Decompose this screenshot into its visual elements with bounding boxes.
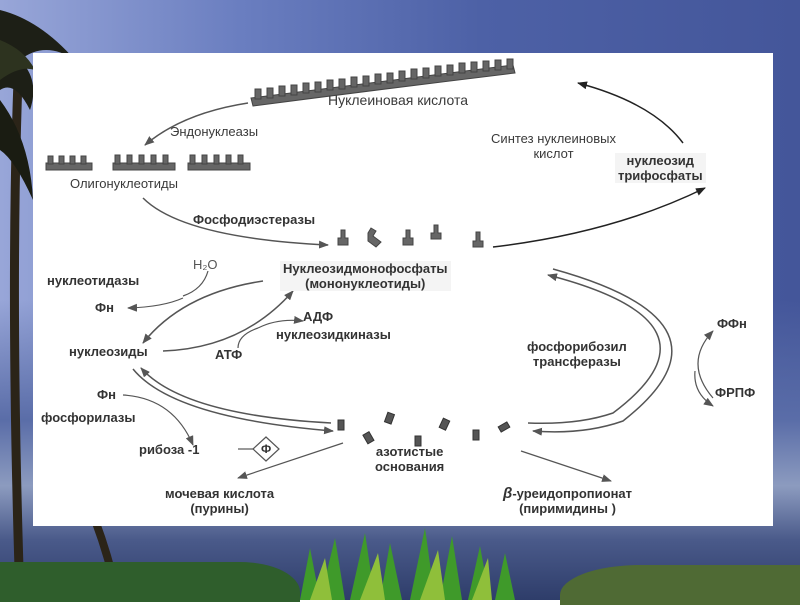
arrow-h2o-in — [182, 270, 209, 297]
node-nucleic-acid: Нуклеиновая кислота — [328, 92, 469, 108]
ureido-line1: β-уреидопропионат — [503, 486, 632, 501]
cofactor-prpp: ФРПФ — [715, 385, 756, 400]
arrow-prt-forward — [532, 268, 673, 436]
cofactor-atp: АТФ — [215, 347, 243, 362]
enzyme-phosphodiesterases: Фосфодиэстеразы — [193, 212, 316, 227]
cofactor-water: H₂O — [193, 257, 218, 272]
enzyme-phosphorylases: фосфорилазы — [41, 410, 136, 425]
arrow-nucleoside-kinases — [162, 290, 294, 352]
nmp-line1: Нуклеозидмонофосфаты — [283, 261, 448, 276]
cofactor-adp: АДФ — [303, 309, 334, 324]
palm-fronds-2 — [0, 40, 35, 80]
enzyme-nucleotidases: нуклеотидазы — [47, 273, 140, 288]
mononucleotide-icons — [337, 224, 484, 248]
ureido-line2: (пиримидины ) — [519, 501, 616, 516]
node-oligonucleotides: Олигонуклеотиды — [70, 176, 178, 191]
ntp-line2: трифосфаты — [618, 168, 703, 183]
ureido-name: -уреидопропионат — [512, 486, 633, 501]
bases-line1: азотистые — [375, 444, 444, 459]
cofactor-ppi: ФФн — [717, 316, 747, 331]
ntp-line1: нуклеозид — [626, 153, 695, 168]
arrow-nucleotidases — [142, 280, 264, 344]
node-nucleosides: нуклеозиды — [69, 344, 148, 359]
node-beta-ureidopropionate: β-уреидопропионат (пиримидины ) — [503, 486, 632, 516]
node-nucleoside-monophosphates: Нуклеозидмонофосфаты (мононуклеотиды) — [280, 261, 451, 291]
nitrogen-base-icons — [337, 411, 511, 447]
arrow-synthesis-to-ntp — [492, 187, 706, 248]
arrow-ppi-prpp — [697, 330, 714, 399]
arrow-ntp-to-nucleic-acid — [577, 81, 684, 144]
prt-line2: трансферазы — [532, 354, 621, 369]
arrow-pi-to-ribose — [122, 394, 194, 446]
node-nucleoside-triphosphates: нуклеозид трифосфаты — [615, 153, 706, 183]
enzyme-endonucleases: Эндонуклеазы — [170, 124, 259, 139]
enzyme-synthesis-line2: кислот — [533, 146, 574, 161]
arrow-phosphorylase-reverse — [140, 367, 332, 424]
arrow-adp-out — [257, 315, 304, 329]
arrow-prt-reverse — [527, 273, 661, 425]
uric-acid-line1: мочевая кислота — [165, 486, 275, 501]
node-nitrogen-bases: азотистые основания — [375, 444, 444, 474]
node-ribose-1: рибоза -1 — [139, 442, 200, 457]
palm-fronds — [0, 10, 75, 110]
metabolism-diagram — [45, 58, 714, 482]
arrow-endonucleases — [144, 102, 249, 146]
arrow-phosphorylase-forward — [132, 368, 334, 435]
prt-line1: фосфорибозил — [527, 339, 627, 354]
arrow-to-ureidopropionate — [520, 450, 612, 482]
cofactor-pi-2: Фн — [97, 387, 116, 402]
beta-symbol: β — [503, 485, 513, 502]
ground-left — [0, 562, 300, 602]
oligonucleotide-fragments-icon — [45, 154, 251, 171]
arrow-to-uric-acid — [237, 442, 344, 479]
arrow-pi-out — [127, 297, 184, 312]
node-uric-acid: мочевая кислота (пурины) — [165, 486, 274, 516]
bases-line2: основания — [375, 459, 445, 474]
plants-decoration — [300, 528, 515, 600]
arrow-atp-in — [237, 327, 259, 349]
nmp-line2: (мононуклеотиды) — [305, 276, 426, 291]
enzyme-nucleoside-kinases: нуклеозидкиназы — [276, 327, 391, 342]
uric-acid-line2: (пурины) — [190, 501, 249, 516]
enzyme-phosphoribosyltransferases: фосфорибозил трансферазы — [527, 339, 627, 369]
enzyme-synthesis: Синтез нуклеиновых кислот — [451, 131, 656, 161]
arrow-prpp — [694, 370, 714, 407]
arrow-phosphodiesterases — [142, 197, 329, 249]
enzyme-synthesis-line1: Синтез нуклеиновых — [491, 131, 616, 146]
diagram-panel: Нуклеиновая кислота Эндонуклеазы Олигону… — [33, 53, 773, 526]
ground-right — [560, 565, 800, 605]
phosphate-symbol: Ф — [261, 442, 272, 456]
cofactor-pi-1: Фн — [95, 300, 114, 315]
nucleic-acid-strand-icon — [250, 58, 516, 107]
palm-tree-decoration — [0, 10, 120, 600]
phosphate-diamond-icon — [252, 436, 280, 462]
